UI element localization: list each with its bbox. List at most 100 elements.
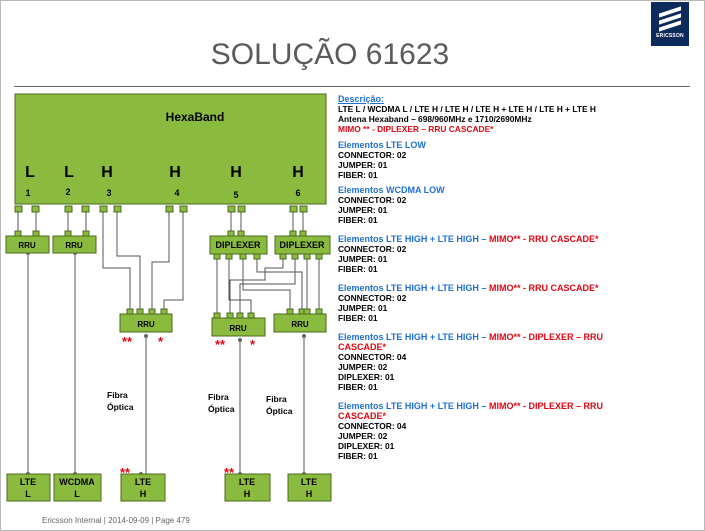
description-heading: Descrição:	[338, 94, 385, 104]
band-label: H	[169, 164, 181, 181]
jumper-line	[102, 212, 131, 310]
fiber-node	[238, 338, 242, 342]
jumper-line	[229, 254, 284, 314]
lte-high-node[interactable]	[120, 473, 166, 502]
lte-high-node[interactable]	[287, 473, 332, 502]
antenna-connector	[64, 205, 73, 213]
diplexer-label: DIPLEXER	[215, 240, 261, 250]
jumper-line	[151, 212, 170, 310]
rru-high-1[interactable]	[119, 313, 173, 333]
wcdma-low-node[interactable]	[53, 473, 102, 502]
fiber-node	[302, 334, 306, 338]
section-item: FIBER: 01	[338, 170, 378, 180]
elements-section: Elementos LTE HIGH + LTE HIGH – MIMO** -…	[338, 401, 688, 461]
rru-label: RRU	[65, 241, 83, 250]
section-title: Elementos LTE HIGH + LTE HIGH – MIMO** -…	[338, 283, 688, 293]
ericsson-logo: ERICSSON	[651, 2, 689, 46]
band-label: H	[230, 164, 242, 181]
cascade-marker: *	[250, 337, 256, 352]
description-line: Antena Hexaband – 698/960MHz e 1710/2690…	[338, 114, 532, 124]
port-number: 6	[295, 188, 300, 198]
antenna-connector	[31, 205, 40, 213]
section-item: FIBER: 01	[338, 313, 378, 323]
rru-label: RRU	[137, 320, 155, 329]
elements-section: Elementos LTE HIGH + LTE HIGH – MIMO** -…	[338, 234, 688, 274]
fiber-label-b: Óptica	[208, 403, 235, 414]
section-title: Elementos LTE HIGH + LTE HIGH – MIMO** -…	[338, 332, 688, 352]
section-title: Elementos WCDMA LOW	[338, 185, 688, 195]
section-title-red: MIMO** - DIPLEXER – RRU	[488, 332, 603, 342]
elements-section: Elementos LTE HIGH + LTE HIGH – MIMO** -…	[338, 283, 688, 323]
section-item: CONNECTOR: 04	[338, 352, 407, 362]
section-title-blue: Elementos LTE HIGH + LTE HIGH –	[338, 283, 489, 293]
cascade-marker: *	[158, 334, 164, 349]
jumper-line	[116, 212, 141, 310]
lte-low-node[interactable]	[6, 473, 51, 502]
logo-text: ERICSSON	[656, 33, 684, 39]
band-label: L	[64, 164, 74, 181]
node-line1: WCDMA	[59, 477, 95, 487]
section-item: JUMPER: 02	[338, 362, 388, 372]
mimo-marker: **	[122, 334, 133, 349]
node-line1: LTE	[20, 477, 36, 487]
section-item: CONNECTOR: 02	[338, 244, 407, 254]
section-item: FIBER: 01	[338, 451, 378, 461]
section-item: FIBER: 01	[338, 215, 378, 225]
section-title: Elementos LTE HIGH + LTE HIGH – MIMO** -…	[338, 401, 688, 421]
port-number: 1	[25, 188, 30, 198]
band-label: L	[25, 164, 35, 181]
footer: Ericsson Internal | 2014-09-09 | Page 47…	[42, 516, 190, 525]
rru-low-1[interactable]	[5, 235, 50, 254]
description-line: LTE L / WCDMA L / LTE H / LTE H / LTE H …	[338, 104, 596, 114]
rru-low-2[interactable]	[52, 235, 97, 254]
section-item: CONNECTOR: 02	[338, 150, 407, 160]
fiber-label-a: Fibra	[208, 392, 229, 402]
fiber-label-b: Óptica	[107, 401, 134, 412]
antenna-connector	[179, 205, 188, 213]
antenna-connector	[113, 205, 122, 213]
hexaband-antenna[interactable]	[14, 93, 327, 205]
node-line2: H	[140, 489, 147, 499]
elements-section: Elementos LTE HIGH + LTE HIGH – MIMO** -…	[338, 332, 688, 392]
section-item: FIBER: 01	[338, 382, 378, 392]
section-item: CONNECTOR: 04	[338, 421, 407, 431]
port-number: 4	[174, 188, 179, 198]
node-line1: LTE	[301, 477, 317, 487]
section-item: JUMPER: 01	[338, 205, 388, 215]
port-number: 2	[65, 187, 70, 197]
section-title-blue: Elementos LTE LOW	[338, 140, 426, 150]
section-item: CONNECTOR: 02	[338, 195, 407, 205]
section-title-blue: Elementos LTE HIGH + LTE HIGH –	[338, 332, 489, 342]
title-divider	[14, 86, 690, 87]
port-number: 5	[233, 190, 238, 200]
section-item: DIPLEXER: 01	[338, 372, 395, 382]
section-title-red: MIMO** - RRU CASCADE*	[488, 283, 599, 293]
section-title-red: MIMO** - DIPLEXER – RRU	[488, 401, 603, 411]
rru-label: RRU	[291, 320, 309, 329]
node-line2: L	[74, 489, 80, 499]
antenna-connector	[237, 205, 246, 213]
node-line1: LTE	[239, 477, 255, 487]
antenna-name: HexaBand	[166, 110, 225, 124]
port-number: 3	[106, 188, 111, 198]
antenna-connector	[99, 205, 108, 213]
rru-label: RRU	[18, 241, 36, 250]
section-title-red-cont: CASCADE*	[338, 342, 387, 352]
section-item: FIBER: 01	[338, 264, 378, 274]
node-line2: L	[25, 489, 31, 499]
section-title-red: MIMO** - RRU CASCADE*	[488, 234, 599, 244]
node-line2: H	[244, 489, 251, 499]
lte-high-node[interactable]	[224, 473, 271, 502]
antenna-connector	[227, 205, 236, 213]
mimo-marker: **	[120, 465, 131, 480]
section-title-red-cont: CASCADE*	[338, 411, 387, 421]
section-item: JUMPER: 01	[338, 160, 388, 170]
jumper-line	[242, 254, 291, 314]
rru-label: RRU	[229, 324, 247, 333]
section-title-blue: Elementos LTE HIGH + LTE HIGH –	[338, 401, 489, 411]
diplexer-label: DIPLEXER	[279, 240, 325, 250]
node-line2: H	[306, 489, 313, 499]
fiber-label-a: Fibra	[107, 390, 128, 400]
